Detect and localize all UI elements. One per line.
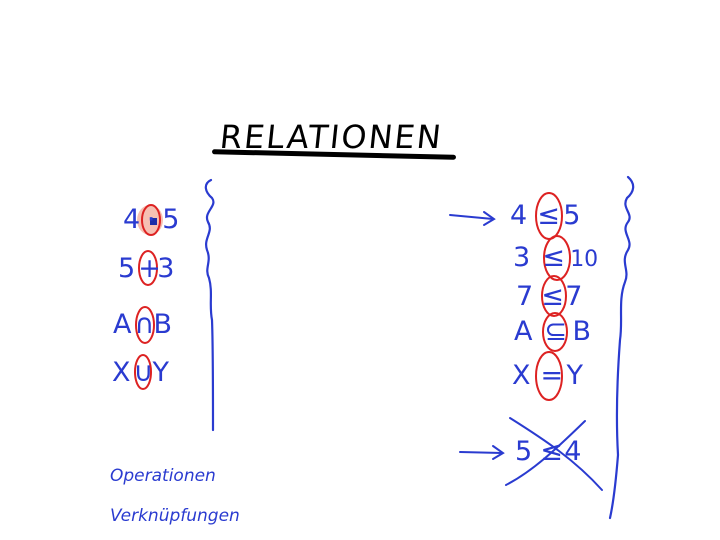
right-operand: Y — [566, 360, 584, 391]
operator-circle — [135, 306, 155, 344]
right-relation: = — [540, 360, 564, 391]
arrow-icon — [459, 445, 505, 460]
right-row-5: X =Y — [512, 362, 583, 389]
relation-circle — [542, 312, 568, 352]
right-operand: A — [514, 316, 533, 347]
crossed-operand: 5 — [515, 436, 533, 467]
left-row-4: X∪Y — [112, 359, 169, 386]
crossed-relation: ≤ — [540, 436, 563, 467]
arrow-icon — [449, 211, 496, 226]
operator-circle — [141, 204, 161, 236]
right-operand: B — [572, 316, 592, 347]
right-row-2: 3 ≤10 — [513, 244, 598, 271]
left-operator: ∩ — [134, 309, 155, 340]
right-brace — [608, 175, 635, 520]
left-operand: 5 — [118, 253, 136, 284]
left-operand: X — [112, 357, 131, 388]
left-row-1: 4·5 — [123, 206, 179, 233]
word-operations: Operationen — [110, 466, 216, 486]
cross-out — [505, 417, 603, 491]
right-relation: ≤ — [541, 281, 564, 312]
right-operand: 5 — [563, 200, 581, 231]
left-operator: ∪ — [133, 357, 154, 388]
relation-circle — [541, 275, 567, 317]
left-row-2: 5+3 — [118, 255, 174, 282]
right-relation: ≤ — [537, 200, 560, 231]
left-operand: Y — [152, 357, 170, 388]
right-row-4: A ⊆B — [514, 318, 591, 345]
right-operand: 3 — [513, 242, 531, 273]
relation-circle — [535, 192, 563, 240]
operator-circle — [134, 354, 152, 390]
operator-circle — [138, 250, 158, 286]
left-operand: 4 — [123, 204, 141, 235]
crossed-operand: 4 — [564, 436, 582, 467]
left-operand: 3 — [157, 253, 175, 284]
left-operand: 5 — [162, 204, 180, 235]
left-operator: + — [138, 253, 161, 284]
right-operand: X — [512, 360, 531, 391]
right-row-1: 4 ≤5 — [510, 202, 580, 229]
left-operand: A — [113, 309, 132, 340]
right-relation: ≤ — [542, 242, 565, 273]
relation-circle — [543, 235, 571, 281]
relation-circle — [535, 351, 563, 401]
right-operand: 7 — [516, 281, 534, 312]
left-operand: B — [153, 309, 173, 340]
crossed-row: 5≤4 — [515, 438, 581, 465]
left-operator: · — [146, 204, 156, 235]
cursor-marker — [150, 218, 157, 225]
word-links: Verknüpfungen — [110, 506, 240, 526]
right-operand: 7 — [565, 281, 583, 312]
right-relation: ⊆ — [544, 316, 568, 347]
left-row-3: A∩B — [113, 311, 172, 338]
right-operand: 10 — [570, 247, 599, 272]
right-operand: 4 — [510, 200, 528, 231]
left-brace — [204, 178, 215, 432]
right-row-3: 7≤7 — [516, 283, 582, 310]
